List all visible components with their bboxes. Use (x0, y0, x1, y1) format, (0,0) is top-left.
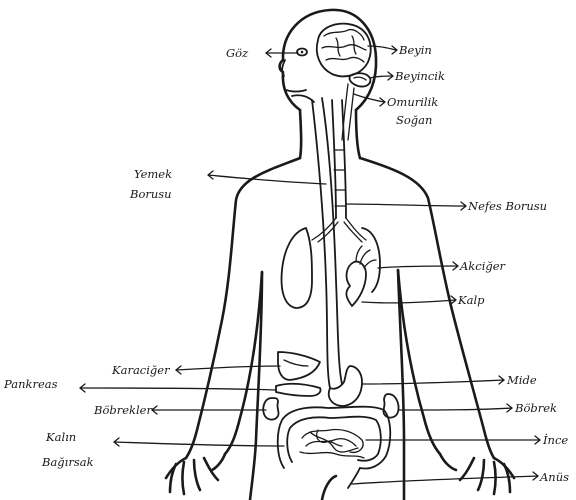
heart (346, 246, 376, 306)
label-ince: İnce (542, 433, 568, 447)
label-pankreas: Pankreas (3, 377, 58, 391)
neck-right (356, 110, 360, 158)
left-hand (166, 454, 225, 494)
neck-left (300, 110, 301, 158)
label-beyincik: Beyincik (394, 69, 445, 83)
label-bagirsak: Bağırsak (41, 455, 94, 469)
label-bobrekler: Böbrekler (93, 403, 153, 417)
esophagus (312, 98, 342, 388)
small-intestine (300, 429, 364, 458)
label-akciger: Akciğer (459, 259, 507, 273)
label-borusu: Borusu (129, 187, 172, 201)
stomach (329, 366, 362, 406)
label-omurilik: Omurilik (387, 95, 438, 109)
rectum (348, 468, 360, 488)
liver (278, 352, 320, 380)
eye (297, 49, 307, 56)
label-goz: Göz (226, 46, 249, 60)
pancreas (276, 384, 321, 396)
left-arm-outline (186, 158, 300, 458)
left-kidney (263, 398, 278, 420)
nose (282, 60, 285, 76)
label-yemek: Yemek (134, 167, 172, 181)
label-karaciger: Karaciğer (111, 363, 171, 377)
label-nefes-borusu: Nefes Borusu (467, 199, 547, 213)
label-kalin: Kalın (45, 430, 76, 444)
label-beyin: Beyin (398, 43, 432, 57)
large-intestine (278, 407, 391, 469)
mouth (286, 90, 306, 92)
right-hand (440, 454, 514, 494)
body-outline (186, 10, 494, 500)
label-sogan: Soğan (396, 113, 432, 127)
label-mide: Mide (506, 373, 537, 387)
brain (317, 24, 371, 77)
mouth-cavity (292, 95, 314, 102)
left-lung (282, 228, 312, 308)
cerebellum (349, 73, 370, 86)
label-anus: Anüs (539, 470, 569, 484)
labels: Göz Beyin Beyincik Omurilik Soğan Yemek … (3, 43, 569, 484)
crotch-line (322, 476, 336, 500)
label-bobrek: Böbrek (514, 401, 557, 415)
kidneys (263, 394, 398, 420)
label-kalp: Kalp (457, 293, 485, 307)
